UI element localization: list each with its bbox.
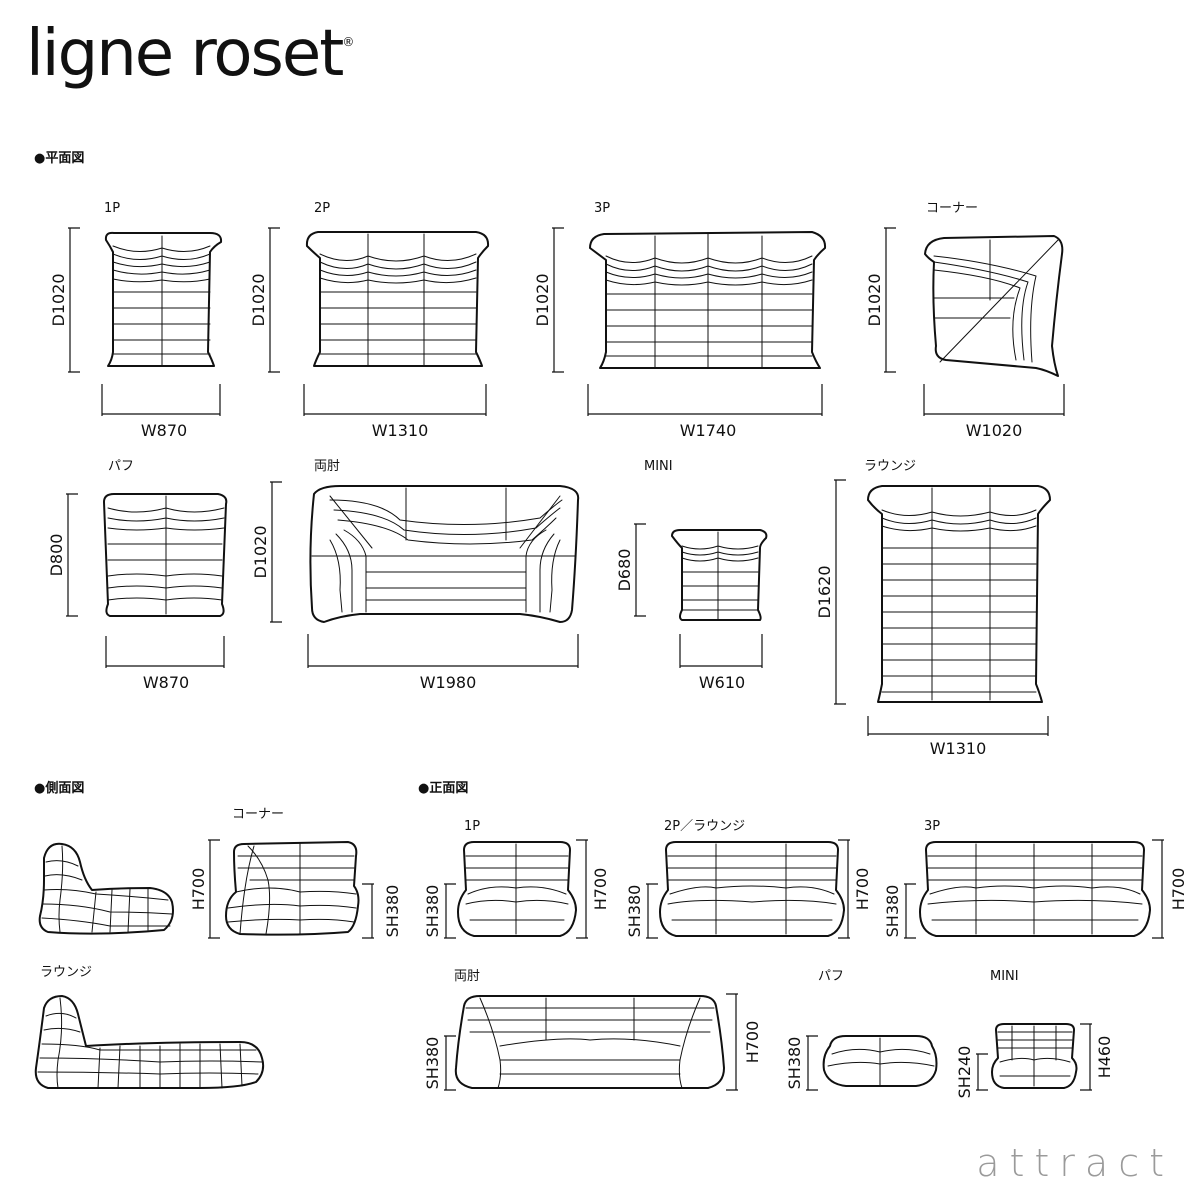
plan-1p-width: W870 <box>141 421 187 440</box>
plan-3p-label: 3P <box>594 201 610 216</box>
plan-3p-width: W1740 <box>680 421 737 440</box>
plan-3p-drawing <box>589 231 827 369</box>
brand-logo: ligne roset® <box>26 22 354 86</box>
watermark: attract <box>976 1141 1174 1185</box>
plan-lounge-width: W1310 <box>930 739 987 758</box>
front-double-arm-label: 両肘 <box>454 969 480 984</box>
side-lounge-drawing <box>34 995 265 1089</box>
plan-double-arm-label: 両肘 <box>314 459 340 474</box>
plan-puff-depth: D800 <box>47 534 66 577</box>
front-1p-drawing <box>457 841 577 937</box>
front-puff-seat-height: SH380 <box>785 1037 804 1090</box>
plan-double-arm-width: W1980 <box>420 673 477 692</box>
plan-2p-depth: D1020 <box>249 273 268 326</box>
registered-mark: ® <box>342 35 355 49</box>
plan-lounge-depth: D1620 <box>815 565 834 618</box>
side-corner-label: コーナー <box>232 807 284 822</box>
plan-mini-drawing <box>671 529 768 621</box>
plan-corner-label: コーナー <box>926 201 978 216</box>
plan-puff-drawing <box>103 493 228 617</box>
plan-double-arm-drawing <box>309 485 580 623</box>
front-2p-label: 2P／ラウンジ <box>664 819 745 834</box>
plan-mini-depth: D680 <box>615 549 634 592</box>
front-double-arm-seat-height: SH380 <box>423 1037 442 1090</box>
plan-lounge-drawing <box>867 485 1051 703</box>
plan-1p-label: 1P <box>104 201 120 216</box>
front-double-arm-height: H700 <box>743 1021 762 1064</box>
plan-corner-width: W1020 <box>966 421 1023 440</box>
front-mini-height: H460 <box>1095 1036 1114 1079</box>
front-puff-label: パフ <box>818 969 844 984</box>
front-2p-seat-height: SH380 <box>625 885 644 938</box>
plan-corner-depth: D1020 <box>865 273 884 326</box>
plan-lounge-label: ラウンジ <box>864 459 916 474</box>
front-3p-height: H700 <box>1169 868 1188 911</box>
plan-puff-width: W870 <box>143 673 189 692</box>
plan-mini-label: MINI <box>644 459 673 474</box>
front-mini-seat-height: SH240 <box>955 1046 974 1099</box>
plan-2p-width: W1310 <box>372 421 429 440</box>
front-2p-drawing <box>659 841 845 937</box>
front-3p-label: 3P <box>924 819 940 834</box>
side-section-title: ●側面図 <box>34 780 84 796</box>
front-1p-seat-height: SH380 <box>423 885 442 938</box>
plan-puff-label: パフ <box>108 459 134 474</box>
front-double-arm-drawing <box>454 995 725 1089</box>
logo-text: ligne roset <box>26 17 344 91</box>
side-corner-seat-height: SH380 <box>383 885 402 938</box>
front-2p-height: H700 <box>853 868 872 911</box>
plan-2p-drawing <box>305 231 490 367</box>
side-standard-drawing <box>38 842 174 935</box>
plan-section-title: ●平面図 <box>34 151 84 166</box>
front-3p-seat-height: SH380 <box>883 885 902 938</box>
plan-3p-depth: D1020 <box>533 273 552 326</box>
plan-2p-label: 2P <box>314 201 330 216</box>
plan-1p-drawing <box>104 231 223 367</box>
front-section-title: ●正面図 <box>418 781 468 796</box>
front-1p-height: H700 <box>591 868 610 911</box>
side-corner-height: H700 <box>189 868 208 911</box>
front-mini-drawing <box>991 1023 1078 1089</box>
plan-corner-drawing <box>924 235 1064 377</box>
side-corner-drawing <box>225 841 360 936</box>
side-lounge-label: ラウンジ <box>40 965 92 980</box>
front-puff-drawing <box>822 1035 938 1087</box>
front-mini-label: MINI <box>990 969 1019 984</box>
front-3p-drawing <box>919 841 1151 937</box>
front-1p-label: 1P <box>464 819 480 834</box>
plan-mini-width: W610 <box>699 673 745 692</box>
plan-double-arm-depth: D1020 <box>251 525 270 578</box>
plan-1p-depth: D1020 <box>49 273 68 326</box>
